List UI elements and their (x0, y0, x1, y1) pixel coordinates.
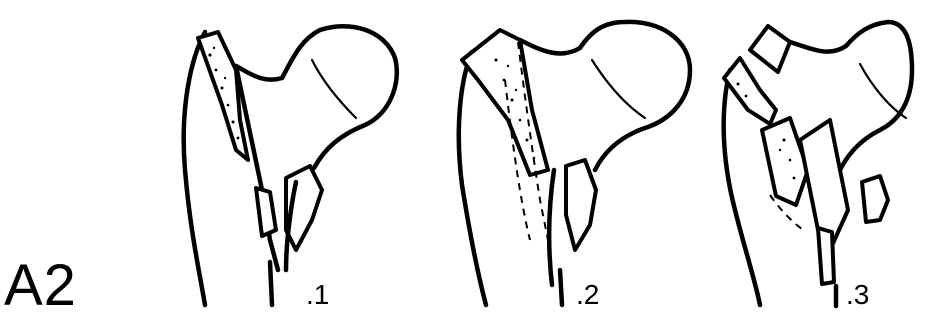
femur-panel-1 (184, 26, 397, 305)
panel-1-small-wedge (256, 188, 276, 236)
panel-1-label: .1 (306, 279, 329, 311)
panel-3-lesser-trochanter (862, 176, 888, 222)
panel-1-head-arc (312, 60, 356, 118)
panel-3-trochanter-fragment-c (762, 118, 808, 205)
panel-2-lateral-cortex (459, 52, 486, 305)
femur-panel-3 (724, 22, 912, 306)
femur-panel-2 (459, 22, 690, 305)
panel-1-shaft-end (270, 262, 272, 305)
panel-3-head-arc (860, 64, 906, 118)
panel-2-lesser-trochanter (566, 160, 596, 250)
panel-3-trochanter-fragment-a (724, 58, 776, 124)
panel-2-label: .2 (576, 279, 599, 311)
panel-2-medial-cortex (549, 170, 554, 285)
panel-1-lateral-cortex (184, 32, 205, 305)
panel-3-distal-wedge (818, 228, 834, 284)
panel-2-shaft-end (560, 270, 562, 305)
panel-2-head-arc (592, 60, 645, 118)
panel-3-label: .3 (846, 279, 869, 311)
panel-3-trochanter-fragment-b (750, 26, 790, 72)
classification-label: A2 (4, 252, 77, 319)
panel-2-trochanter-fragment (462, 30, 548, 175)
panel-1-fracture-line (236, 66, 278, 270)
panel-2-femoral-neck (520, 22, 690, 170)
panel-1-femoral-neck (236, 26, 397, 182)
